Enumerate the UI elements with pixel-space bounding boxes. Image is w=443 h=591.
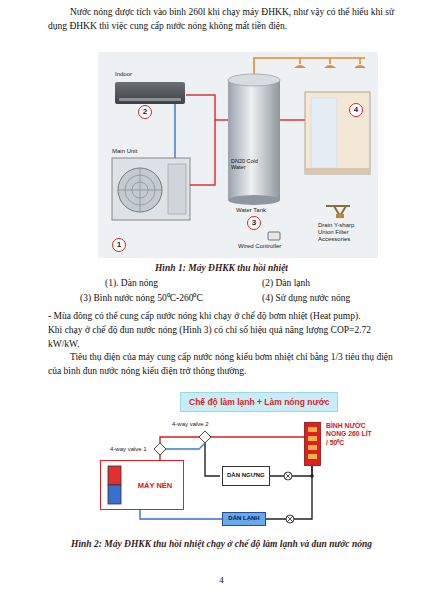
hot-water-pipe [254, 58, 365, 74]
shower-room [305, 92, 370, 174]
node-text: Chế độ làm lạnh + Làm nóng nước [189, 397, 329, 407]
static-pipe [166, 443, 205, 449]
indoor-unit [119, 98, 181, 101]
part-label: 4-way valve 1 [110, 446, 147, 453]
shower-head [294, 65, 306, 68]
boiler-icon [308, 454, 317, 459]
part-label: 4-way valve 2 [172, 421, 209, 428]
part-label: Water Tank [236, 207, 266, 214]
part-label: Main Unit [112, 148, 137, 155]
hot-water-pipe [300, 58, 360, 64]
main-unit [112, 158, 190, 220]
mode-banner: Chế độ làm lạnh + Làm nóng nước [180, 392, 338, 412]
callout-number: 1 [112, 238, 126, 252]
page-number: 4 [0, 575, 443, 586]
static-pipe [205, 443, 220, 476]
indoor-unit [115, 82, 185, 104]
y-strainer [326, 206, 350, 218]
body-text: (1). Dàn nóng [105, 277, 158, 291]
pipe-connector [160, 437, 304, 460]
compressor-box: MÁY NÉN [100, 460, 184, 510]
body-text: (4) Sử dụng nước nóng [262, 292, 350, 306]
expansion-valve [286, 515, 294, 523]
wired-controller [268, 232, 280, 240]
part-label: Drain Y-sharp Union Filter Accessories [318, 222, 368, 243]
shower-head [294, 65, 366, 68]
water-tank [228, 80, 280, 200]
refrigerant-pipe [174, 104, 176, 158]
evaporator-box: DÀN LẠNH [222, 512, 266, 526]
main-unit [112, 158, 190, 220]
body-text: (3) Bình nước nóng 50⁰C-260⁰C [80, 292, 203, 306]
body-text: Tiêu thụ điện của máy cung cấp nước nóng… [48, 351, 403, 379]
refrigerant-pipe [186, 95, 215, 185]
body-text: Nước nóng được tích vào bình 260l khi ch… [48, 6, 403, 34]
node-text: BÌNH NƯỚC NONG 260 LÍT / 50⁰C [326, 422, 372, 447]
shower-room [305, 168, 370, 174]
pipe-connector [266, 466, 312, 519]
main-unit [168, 164, 186, 214]
node-text: DÀN LẠNH [228, 515, 259, 522]
compressor-icon [107, 465, 123, 505]
main-unit [140, 168, 141, 212]
boiler-icon [308, 436, 317, 441]
four-way-valve [154, 443, 166, 455]
body-text: - Mùa đông có thể cung cấp nước nóng khi… [48, 310, 403, 324]
boiler-icon [308, 427, 317, 432]
expansion-valve [284, 472, 292, 480]
wired-controller [268, 232, 280, 240]
body-text: Khi chạy ở chế độ đun nước nóng (Hình 3)… [48, 324, 403, 352]
shower-room [305, 92, 370, 174]
expansion-valve [285, 473, 291, 479]
expansion-valve [284, 472, 294, 523]
four-way-valve [154, 431, 211, 455]
main-unit [118, 168, 162, 212]
callout-number: 4 [349, 103, 363, 117]
water-tank [228, 74, 280, 205]
water-tank [228, 195, 280, 205]
indoor-unit [115, 82, 185, 104]
callout-number: 2 [138, 105, 152, 119]
y-strainer [336, 214, 344, 218]
shower-head [354, 65, 366, 68]
node-text: DÀN NGƯNG [227, 472, 265, 479]
text-block: - Mùa đông có thể cung cấp nước nóng khi… [48, 310, 403, 379]
pipe-connector [140, 510, 222, 519]
boiler-icon [304, 422, 321, 466]
refrigerant-pipe [215, 119, 228, 121]
four-way-valve [199, 431, 211, 443]
water-tank [228, 74, 280, 86]
hot-water-tank: BÌNH NƯỚC NONG 260 LÍT / 50⁰C [304, 422, 374, 466]
figure-caption: Hình 2: Máy ĐHKK thu hồi nhiệt chạy ở ch… [0, 538, 443, 550]
shower-head [324, 65, 336, 68]
figure-caption: Hình 1: Máy ĐHKK thu hồi nhiệt [0, 262, 443, 274]
boiler-icon [308, 445, 317, 450]
junction-dot [310, 474, 314, 478]
boiler-icon [305, 423, 321, 466]
part-label: Wired Controller [238, 243, 281, 250]
hot-water-pipe [254, 58, 365, 74]
junction-dot [310, 474, 314, 478]
expansion-valve [287, 516, 293, 522]
figure1-panel [98, 52, 378, 258]
body-text: (2) Dàn lạnh [262, 277, 310, 291]
text-block: Nước nóng được tích vào bình 260l khi ch… [48, 6, 403, 34]
condenser-box: DÀN NGƯNG [222, 466, 270, 486]
compressor-icon [108, 485, 121, 504]
refrigerant-pipe [280, 119, 305, 121]
shower-room [311, 98, 337, 168]
part-label: Indoor [115, 71, 132, 78]
callout-number: 3 [247, 216, 261, 230]
figure1-panel [98, 52, 378, 258]
part-label: DN20 Cold Water [231, 158, 259, 171]
node-text: MÁY NÉN [138, 481, 172, 490]
compressor-icon [108, 466, 121, 485]
